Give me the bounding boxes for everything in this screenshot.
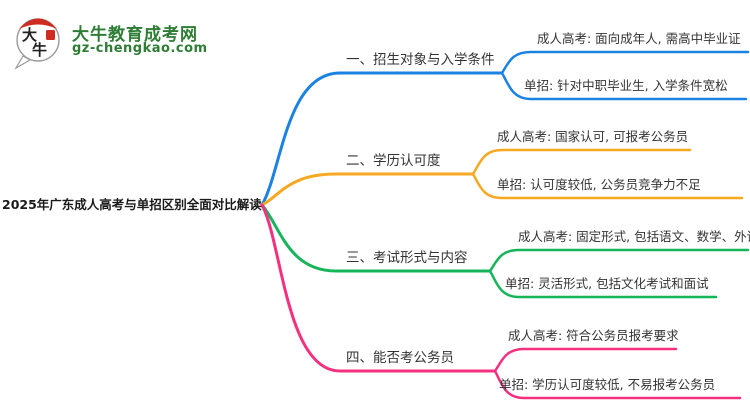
logo-char-1: 大 — [22, 26, 37, 44]
branch-3-leaf-1: 成人高考: 固定形式, 包括语文、数学、外语 — [518, 229, 750, 244]
branch-1-leaf-2: 单招: 针对中职毕业生, 入学条件宽松 — [524, 78, 728, 93]
branch-1-leaf-2-line — [500, 71, 748, 101]
branch-4-line — [260, 203, 497, 373]
branch-3-leaf-2: 单招: 灵活形式, 包括文化考试和面试 — [505, 276, 709, 291]
branch-4-leaf-2-line — [493, 369, 742, 400]
root-topic: 2025年广东成人高考与单招区别全面对比解读 — [2, 197, 262, 212]
site-logo[interactable]: 大 牛 大牛教育成考网 gz-chengkao.com — [10, 12, 240, 72]
branch-2-leaf-2: 单招: 认可度较低, 公务员竞争力不足 — [497, 177, 701, 192]
branch-2-leaf-1: 成人高考: 国家认可, 可报考公务员 — [497, 129, 689, 144]
branch-4-leaf-1: 成人高考: 符合公务员报考要求 — [508, 328, 679, 343]
branch-2-label: 二、学历认可度 — [346, 153, 441, 169]
logo-bubble-icon: 大 牛 — [14, 18, 60, 70]
site-domain: gz-chengkao.com — [72, 41, 208, 56]
logo-cap — [19, 18, 57, 29]
logo-char-2: 牛 — [32, 41, 47, 59]
branch-2-line — [260, 172, 475, 207]
branch-1-leaf-1: 成人高考: 面向成年人, 需高中毕业证 — [537, 31, 741, 46]
branch-1-label: 一、招生对象与入学条件 — [346, 52, 495, 68]
site-name: 大牛教育成考网 — [72, 25, 198, 45]
branch-4-label: 四、能否考公务员 — [346, 350, 454, 366]
branch-1-line — [260, 71, 504, 207]
branch-4-leaf-2: 单招: 学历认可度较低, 不易报考公务员 — [499, 377, 716, 392]
branch-1-leaf-1-line — [500, 50, 750, 75]
branch-3-leaf-2-line — [488, 269, 718, 299]
branch-2-leaf-2-line — [471, 172, 744, 200]
branch-3-leaf-1-line — [488, 248, 750, 273]
branch-4-leaf-1-line — [493, 347, 678, 373]
logo-seal — [46, 30, 55, 40]
branch-3-line — [260, 203, 492, 273]
branch-3-label: 三、考试形式与内容 — [346, 250, 468, 266]
branch-2-leaf-1-line — [471, 148, 692, 176]
